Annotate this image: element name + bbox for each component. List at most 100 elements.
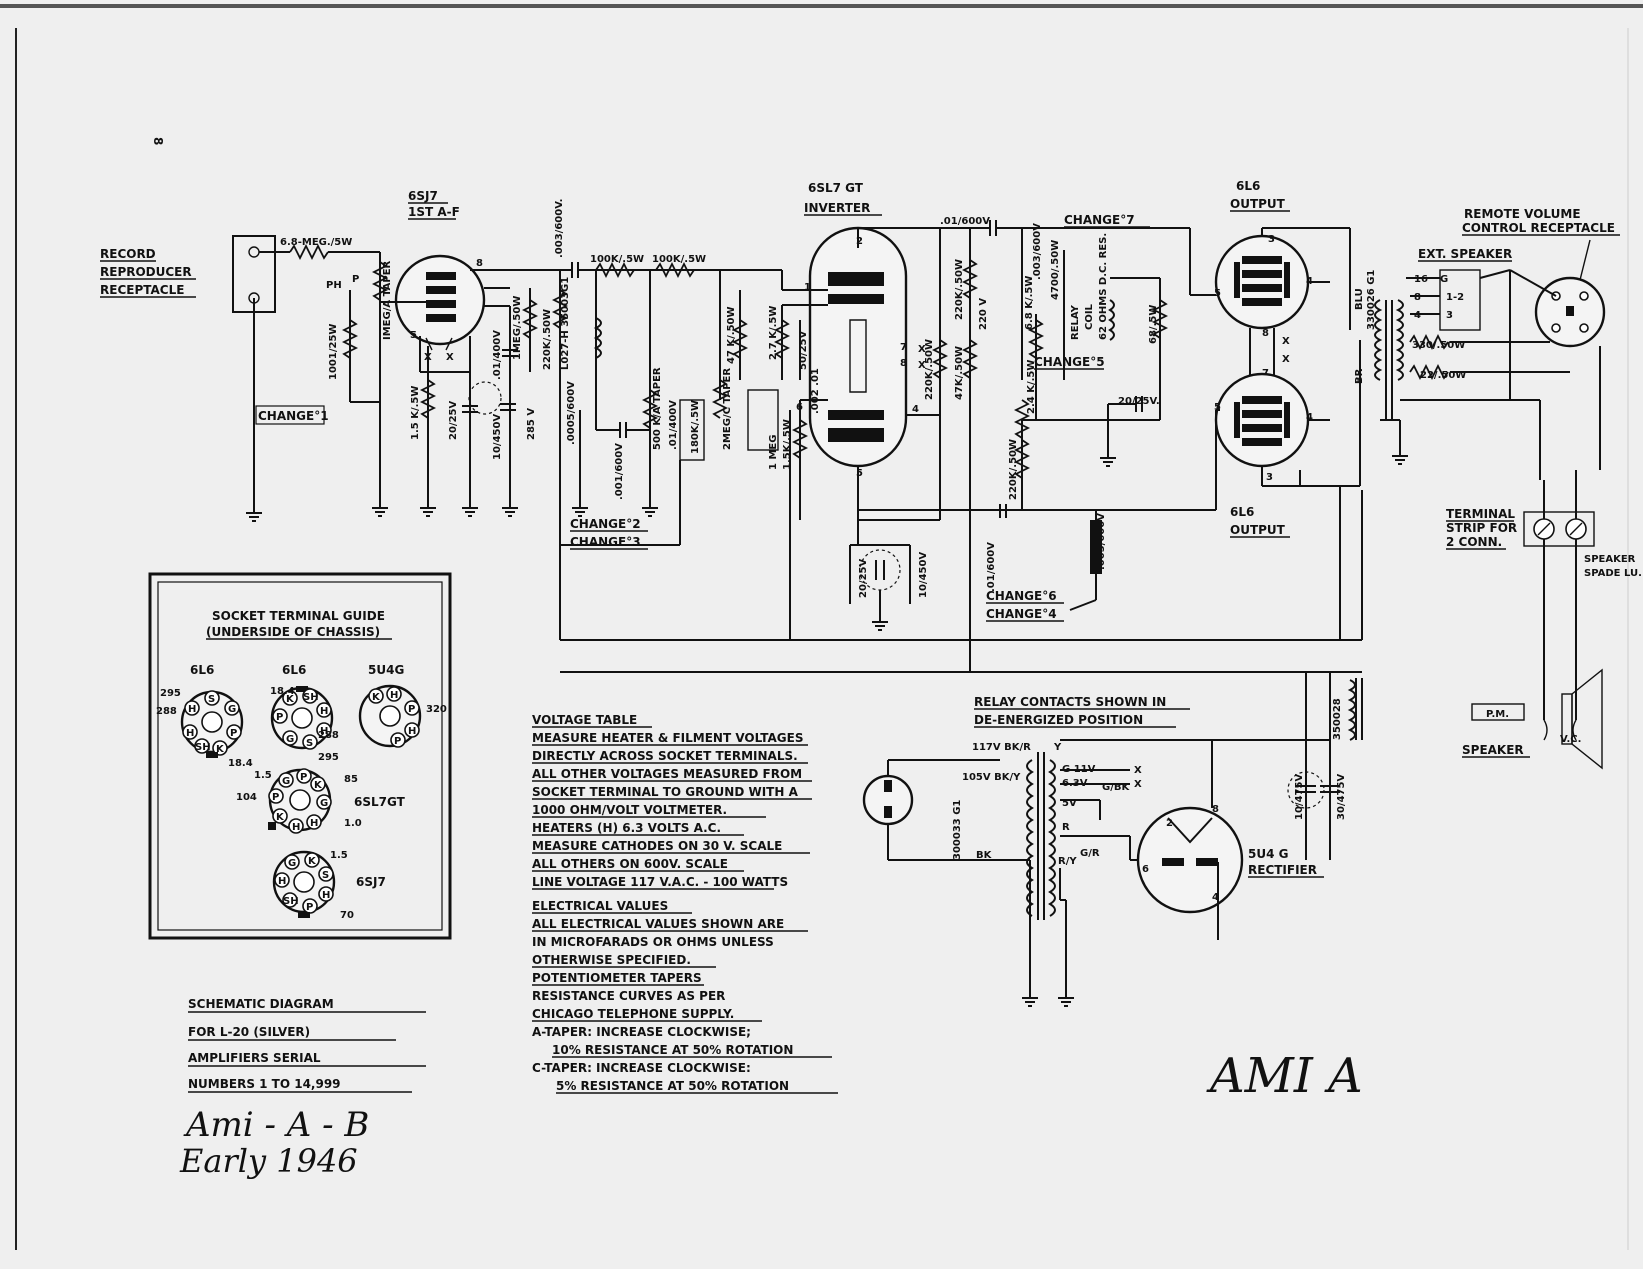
vt3-line-5: 5% RESISTANCE AT 50% ROTATION <box>556 1079 789 1093</box>
c-coupling-label: .003/600V. <box>554 199 565 258</box>
speaker-cone <box>1571 668 1603 770</box>
svg-text:3: 3 <box>1268 234 1275 245</box>
sg2-pin5: P <box>276 712 283 723</box>
vt2-line-0: ALL ELECTRICAL VALUES SHOWN ARE <box>532 917 784 931</box>
svg-text:4: 4 <box>912 404 919 415</box>
sg4-v2: 85 <box>344 774 358 785</box>
socket-guide-frame <box>148 572 452 940</box>
svg-text:4: 4 <box>1212 892 1219 903</box>
voltage-table: VOLTAGE TABLE MEASURE HEATER & FILMENT V… <box>532 713 838 1094</box>
receptacle-line-2: REPRODUCER <box>100 265 192 279</box>
tube-6l6-lower <box>1214 372 1310 468</box>
xfmr-label: 300033 G1 <box>952 800 963 860</box>
r-68-label: 68/.5W <box>1148 305 1159 344</box>
lead-bk: BK <box>976 850 993 861</box>
svg-text:6: 6 <box>1142 864 1149 875</box>
tap-8: 8 <box>1414 292 1421 303</box>
pot-2meg-label: 2MEG/C TAPER <box>722 368 733 450</box>
tone-network: 100K/.5W 100K/.5W L027-H 35003G1 .001/60… <box>560 254 782 550</box>
sg5-pin3: S <box>322 870 329 881</box>
handwritten-title: AMI A <box>1206 1048 1363 1104</box>
spade-line-1: SPEAKER <box>1584 554 1636 565</box>
lead-5v: 5V <box>1062 798 1077 809</box>
ps-x2: X <box>1134 779 1142 790</box>
r-47k-label: 47 K/.50W <box>726 306 737 364</box>
pot-500k-label: 500 K/A TAPER <box>652 367 663 450</box>
change6-label: CHANGE°6 <box>986 589 1057 603</box>
svg-text:8: 8 <box>476 258 483 269</box>
inverter-6sl7: 6SL7 GT INVERTER 1 2 7 8 X X 5 2.7 K/.5W… <box>768 181 1190 640</box>
socket-guide-subtitle: (UNDERSIDE OF CHASSIS) <box>206 625 380 639</box>
sg4-v1: 1.5 <box>254 770 272 781</box>
sg1-pin3: P <box>230 728 237 739</box>
svg-text:2: 2 <box>1166 818 1173 829</box>
lead-117v: 117V BK/R <box>972 742 1031 753</box>
c-5025-label: 50/25V <box>798 331 809 370</box>
c-dec-label: 10/450V <box>492 414 503 460</box>
pin-ph: PH <box>326 280 342 291</box>
sg-6sl7gt-name: 6SL7GT <box>354 795 406 809</box>
sg3-pin1: K <box>372 692 381 703</box>
sg3-pin3: P <box>408 704 415 715</box>
inv-pin7: 7 <box>900 342 907 353</box>
title-block: SCHEMATIC DIAGRAM FOR L-20 (SILVER) AMPL… <box>188 997 426 1093</box>
v1-type: 6SJ7 <box>408 189 438 203</box>
lead-ry: R/Y <box>1058 856 1077 867</box>
svg-text:8: 8 <box>1262 328 1269 339</box>
sg5-pin7: P <box>306 902 313 913</box>
relay-note-1: RELAY CONTACTS SHOWN IN <box>974 695 1166 709</box>
inv-pin8: 8 <box>900 358 907 369</box>
lead-y: Y <box>1053 742 1062 753</box>
out-xfmr-label: 330026 G1 <box>1366 270 1377 330</box>
vt3-line-1: CHICAGO TELEPHONE SUPPLY. <box>532 1007 734 1021</box>
r-screen-label: 220K/.50W <box>542 309 553 370</box>
svg-text:1: 1 <box>804 282 811 293</box>
r-47k-inv: 47K/.50W <box>954 346 965 400</box>
r-220k-b: 220K/.50W <box>924 339 935 400</box>
c-003-label: .003/600V <box>1032 223 1043 280</box>
c-20-25-label: 20/25V. <box>1118 396 1160 407</box>
c-2025-label: 20/25V <box>858 559 869 598</box>
choke-label: L027-H 35003G1 <box>560 277 571 370</box>
svg-text:8: 8 <box>1212 804 1219 815</box>
r-330-label: 330/.50W <box>1412 340 1465 351</box>
sg4-pin6: K <box>276 812 285 823</box>
input-section: RECORD REPRODUCER RECEPTACLE 6.8-MEG./5W… <box>100 235 393 522</box>
c-0005-label: .0005/600V <box>566 381 577 445</box>
output-drive: CHANGE°7 .003/600V 4700/.50W RELAY COIL … <box>858 213 1167 622</box>
sg1-pin7: H <box>188 704 196 715</box>
c-001-label: .001/600V <box>614 443 625 500</box>
sg4-pin7: H <box>292 822 300 833</box>
r-15k-label: 1.5K/.5W <box>782 419 793 470</box>
c-bypass-label: 20/25V <box>448 401 459 440</box>
svg-text:3: 3 <box>1266 472 1273 483</box>
tube-6l6-upper <box>1214 234 1310 330</box>
sg4-v4: 1.0 <box>344 818 362 829</box>
vt-line-5: HEATERS (H) 6.3 VOLTS A.C. <box>532 821 721 835</box>
sg1-pin2: G <box>228 704 236 715</box>
receptacle-line-3: RECEPTACLE <box>100 283 184 297</box>
v4-type: 6L6 <box>1230 505 1254 519</box>
br-label: BR <box>1354 368 1365 384</box>
c-01-600-out: .01/600V <box>986 542 997 592</box>
sg2-v1: 18.4 <box>270 686 295 697</box>
r-load-label: 1MEG/.50W <box>512 296 523 360</box>
spade-line-2: SPADE LU. <box>1584 568 1642 579</box>
change3-label: CHANGE°3 <box>570 535 641 549</box>
v3-type: 6L6 <box>1236 179 1260 193</box>
vt-heading2: ELECTRICAL VALUES <box>532 899 668 913</box>
sg5-pin6: SH <box>283 896 299 907</box>
r-4700-label: 4700/.50W <box>1050 240 1061 300</box>
svg-text:220K/.50W: 220K/.50W <box>1008 439 1019 500</box>
receptacle-line-1: RECORD <box>100 247 156 261</box>
v-285-label: 285 V <box>526 408 537 440</box>
sg3-pin4: H <box>408 726 416 737</box>
r-220v-label: 220 V <box>978 298 989 330</box>
vt-heading3: POTENTIOMETER TAPERS <box>532 971 702 985</box>
sg5-pin5: H <box>278 876 286 887</box>
terminal-line-2: STRIP FOR <box>1446 521 1517 535</box>
sg1-pin4: H <box>186 728 194 739</box>
change5-label: CHANGE°5 <box>1034 355 1105 369</box>
out-x1: X <box>1282 336 1290 347</box>
